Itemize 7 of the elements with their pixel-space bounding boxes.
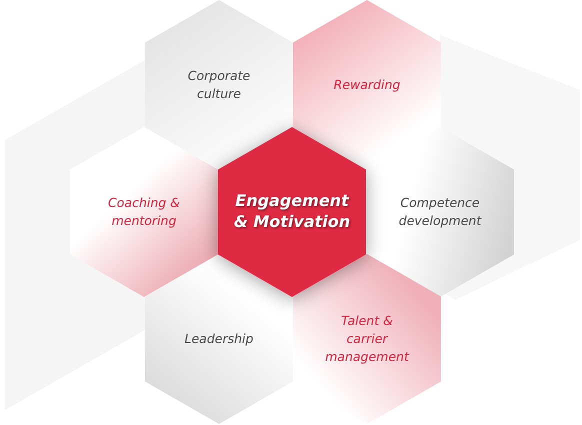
tile-label: Leadership (184, 330, 254, 348)
tile-label: Competence development (398, 194, 483, 230)
tile-label: Coaching & mentoring (107, 194, 181, 230)
tile-label: Corporate culture (186, 66, 252, 103)
tile-label: Rewarding (332, 76, 402, 94)
tile-label: Talent & carrier management (324, 312, 410, 366)
tile-label: Engagement & Motivation (233, 191, 351, 233)
